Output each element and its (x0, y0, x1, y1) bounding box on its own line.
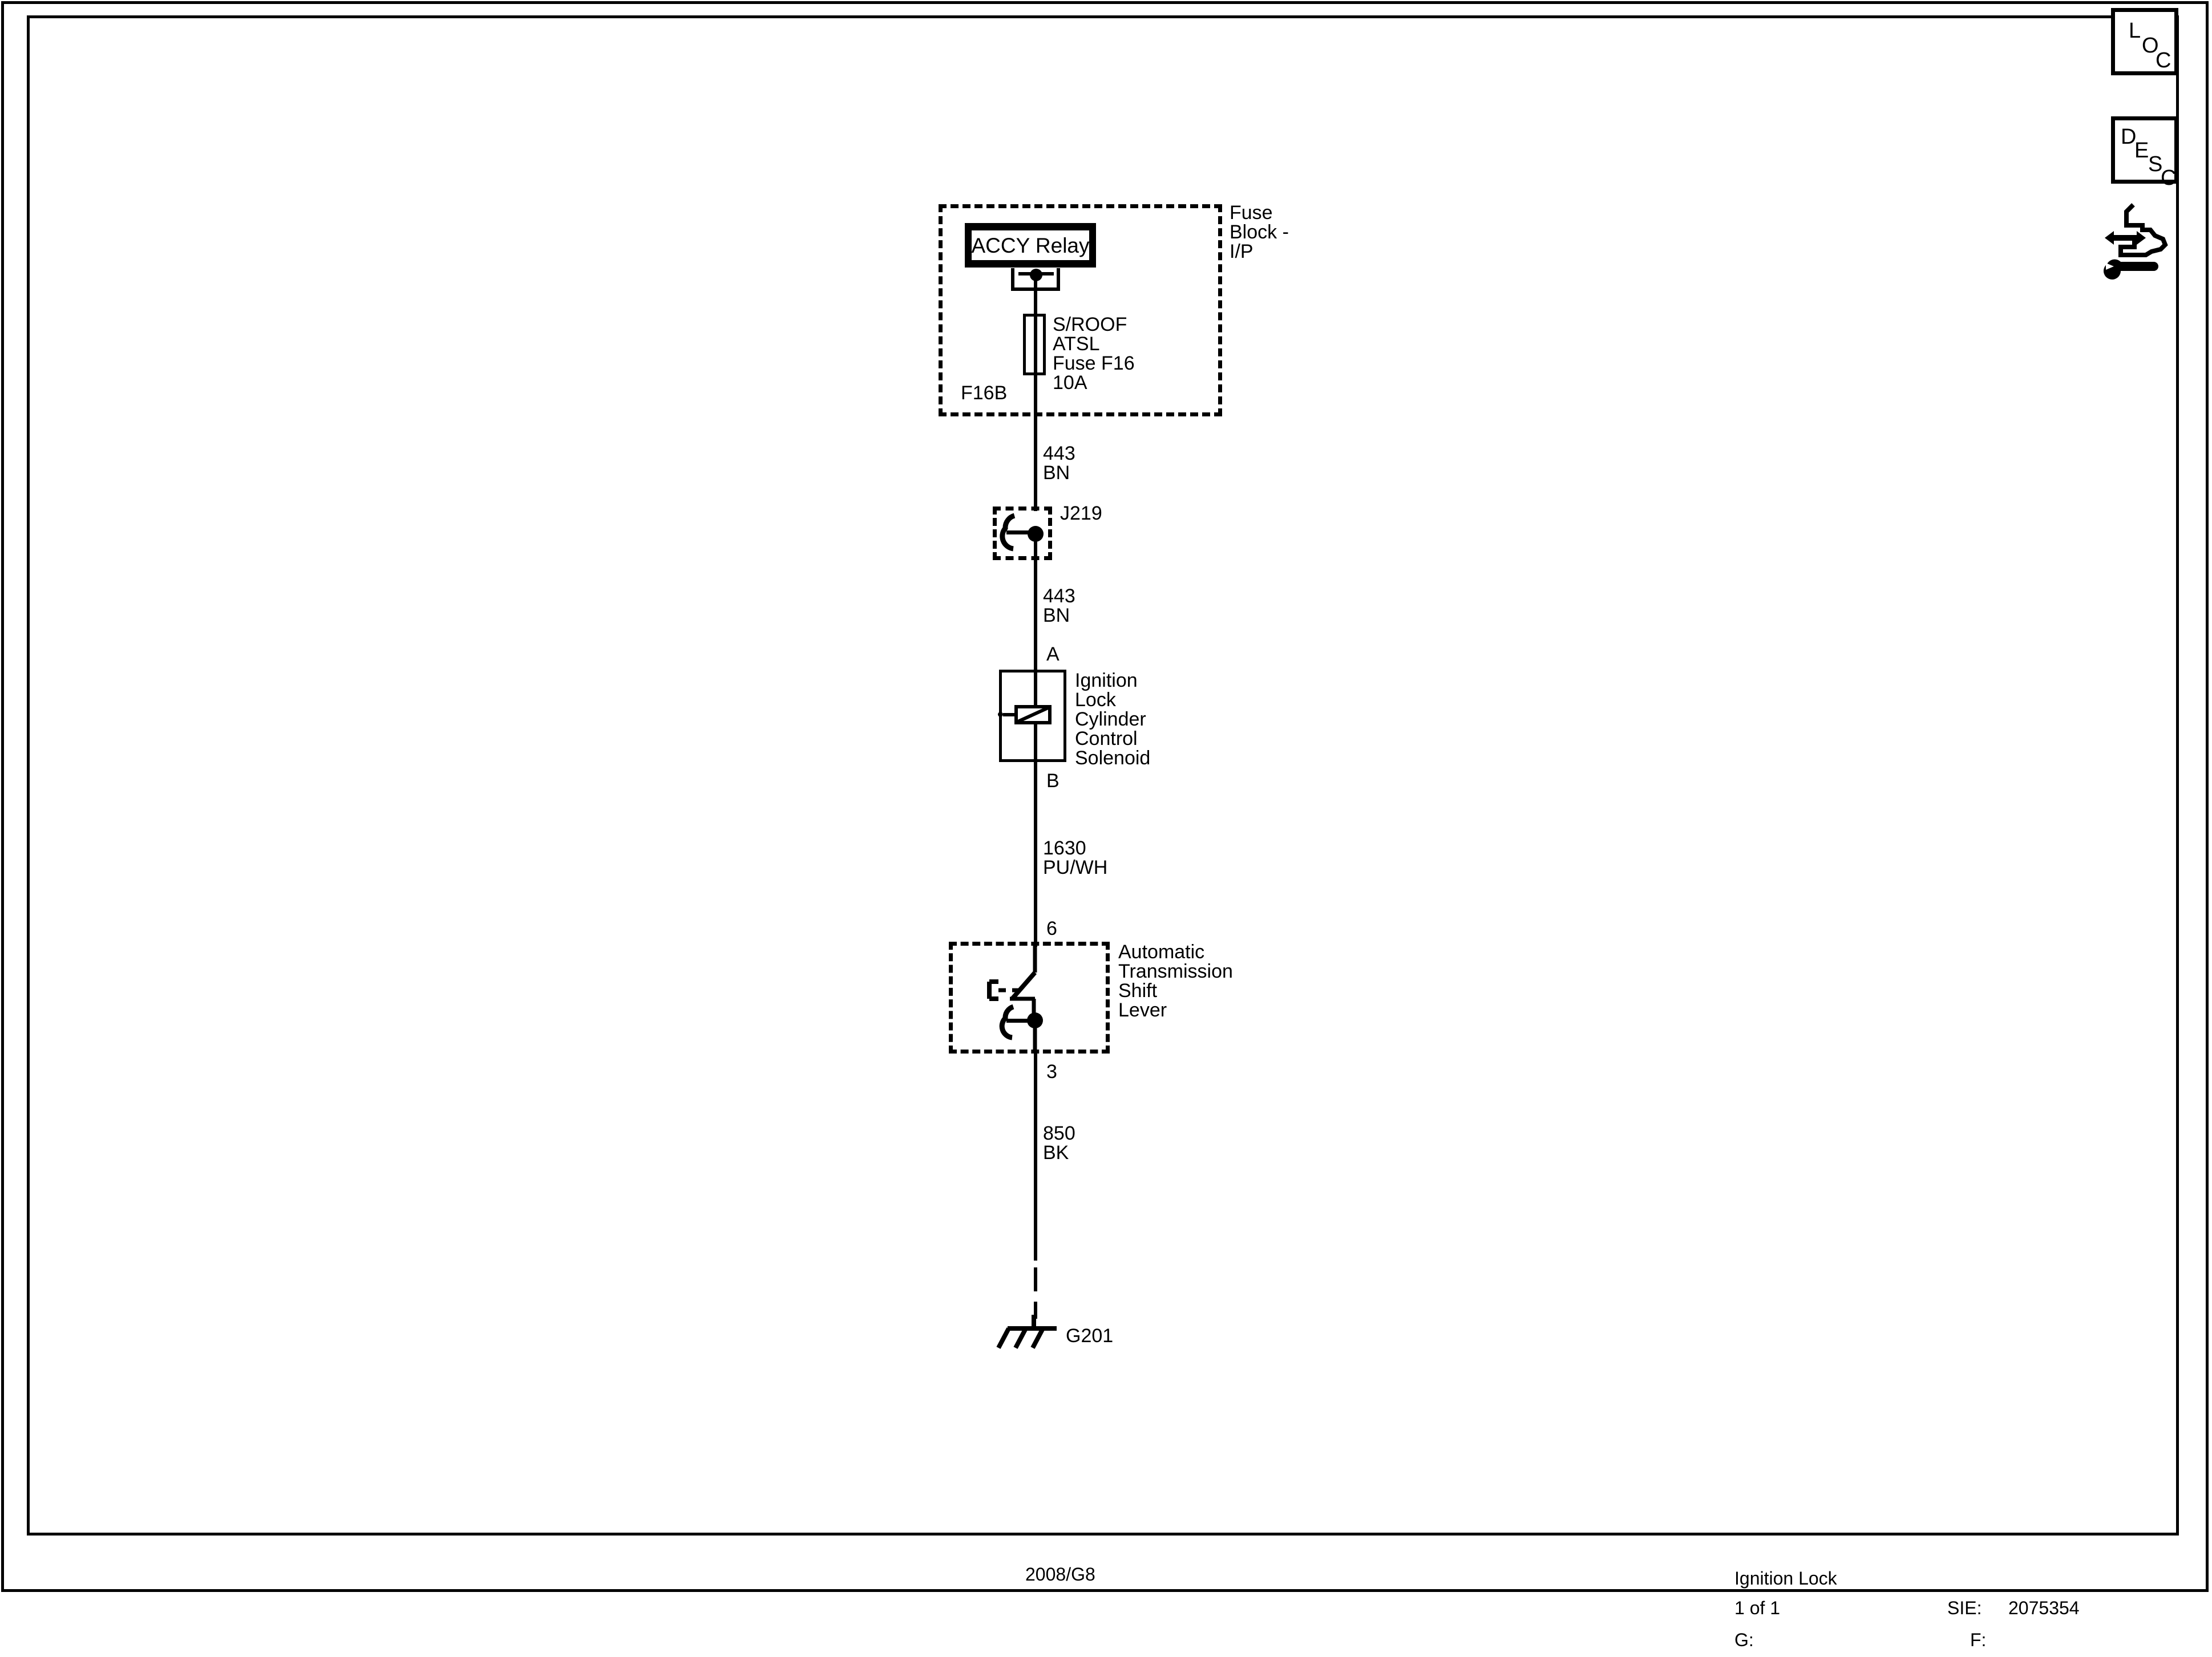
fuse-left-label: F16B (961, 382, 1008, 404)
shift-lever-pin-6-label: 6 (1046, 918, 1057, 939)
wire-relay-to-fuse (1034, 274, 1037, 352)
wire-splice-to-solenoid (1034, 530, 1037, 673)
ground-g201-label: G201 (1066, 1325, 1114, 1347)
fuse-block-ip (939, 204, 1222, 416)
wire-fuse-out (1034, 374, 1037, 511)
auto-trans-shift-lever-label: Automatic Transmission Shift Lever (1118, 941, 1233, 1021)
desc-letter-c: C (2161, 166, 2177, 190)
shift-lever-pin-3-label: 3 (1046, 1061, 1057, 1083)
wrench-hand-icon[interactable] (2101, 202, 2184, 279)
desc-letter-s: S (2148, 152, 2163, 176)
fuse-block-label: Fuse Block - I/P (1230, 202, 1289, 262)
splice-j219-box (993, 507, 1052, 560)
accy-relay-label: ACCY Relay (971, 233, 1090, 257)
inner-border (27, 15, 2179, 1536)
loc-letter-c: C (2156, 48, 2171, 72)
loc-letter-o: O (2142, 34, 2159, 58)
footer-page: 1 of 1 (1734, 1598, 1781, 1618)
solenoid-left-stub-dot (998, 712, 1003, 717)
desc-letter-e: E (2134, 139, 2149, 163)
loc-button[interactable]: L O C (2111, 8, 2178, 75)
auto-trans-shift-lever-box (949, 942, 1110, 1054)
footer-title: Ignition Lock (1734, 1568, 1837, 1589)
splice-hook-icon (998, 513, 1044, 553)
wire-shiftlever-to-ground (1034, 1050, 1037, 1261)
shift-lever-switch-icon (970, 944, 1084, 1052)
accy-relay[interactable]: ACCY Relay (965, 223, 1096, 268)
footer-sie-value: 2075354 (2008, 1598, 2080, 1618)
footer-model: 2008/G8 (1025, 1564, 1095, 1585)
wire-443-bn-lower-label: 443 BN (1043, 585, 1075, 626)
solenoid-pin-a-label: A (1046, 643, 1060, 665)
solenoid-pin-b-label: B (1046, 770, 1060, 792)
wire-850-bk-label: 850 BK (1043, 1123, 1075, 1164)
footer-g-label: G: (1734, 1630, 1754, 1650)
desc-letter-d: D (2121, 125, 2137, 149)
footer-sie-label: SIE: (1947, 1598, 1982, 1618)
wire-solenoid-to-shiftlever (1034, 759, 1037, 947)
footer-f-label: F: (1970, 1630, 1987, 1650)
solenoid-coil-diagonal (1014, 705, 1052, 724)
ground-symbol-icon (996, 1315, 1059, 1355)
fuse-right-label: S/ROOF ATSL Fuse F16 10A (1053, 314, 1135, 394)
loc-letter-l: L (2129, 19, 2141, 43)
wire-through-fuse (1034, 314, 1037, 375)
wire-ground-dash-1 (1034, 1267, 1037, 1291)
splice-j219-label: J219 (1060, 503, 1102, 524)
solenoid-left-stub (1003, 713, 1016, 716)
ignition-lock-solenoid-label: Ignition Lock Cylinder Control Solenoid (1075, 670, 1151, 769)
outer-border (1, 1, 2209, 1592)
desc-button[interactable]: D E S C (2111, 116, 2178, 189)
wire-ground-dash-2 (1034, 1302, 1037, 1319)
wire-1630-puwh-label: 1630 PU/WH (1043, 837, 1108, 878)
wire-443-bn-upper-label: 443 BN (1043, 443, 1075, 484)
